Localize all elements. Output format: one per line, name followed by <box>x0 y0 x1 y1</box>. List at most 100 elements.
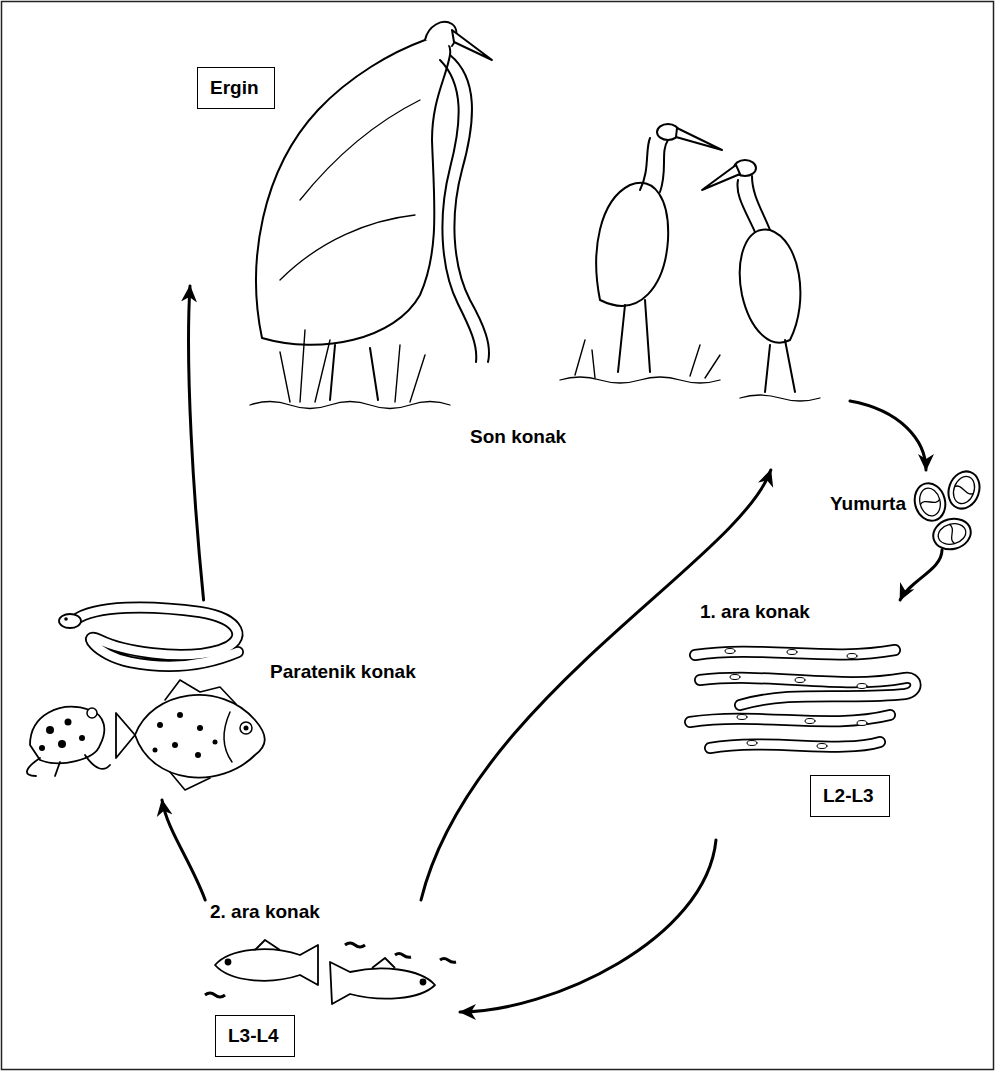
life-stage-region: Yumurta <box>830 470 990 550</box>
small-fish-drawing <box>205 940 456 1004</box>
drawing-part <box>747 741 757 746</box>
drawing-part <box>75 607 238 666</box>
drawing-part <box>153 712 218 758</box>
drawing-part <box>737 176 770 232</box>
drawing-part <box>948 524 957 544</box>
cycle-arrow <box>850 401 926 470</box>
drawing-part <box>250 402 450 409</box>
drawing-part <box>450 55 489 362</box>
drawing-part <box>805 719 815 724</box>
drawing-part <box>795 678 805 683</box>
drawing-part <box>59 614 81 628</box>
drawing-part <box>936 521 968 548</box>
drawing-part <box>737 715 747 720</box>
drawing-part <box>197 725 203 731</box>
stage-label-box: L2-L3 <box>810 775 890 817</box>
drawing-part <box>157 722 163 728</box>
drawing-part <box>195 752 201 758</box>
host-label: Paratenik konak <box>270 660 416 683</box>
drawing-part <box>65 719 72 726</box>
drawing-part <box>330 345 378 400</box>
drawing-part <box>27 755 110 776</box>
drawing-part <box>39 719 85 752</box>
drawing-part <box>917 486 944 518</box>
drawing-part <box>618 300 650 372</box>
drawing-part <box>676 128 722 150</box>
drawing-part <box>79 735 85 741</box>
drawing-part <box>421 980 426 985</box>
drawing-part <box>640 138 668 192</box>
drawing-part <box>116 713 135 758</box>
drawing-part <box>725 649 735 654</box>
drawing-part <box>46 726 54 734</box>
host-label: 1. ara konak <box>700 600 810 623</box>
stage-name: Ergin <box>210 76 259 99</box>
drawing-part <box>740 395 820 401</box>
cycle-arrow <box>460 840 716 1012</box>
drawing-part <box>911 480 950 524</box>
heron-drawing <box>250 22 820 409</box>
stage-label-box: L3-L4 <box>215 1015 295 1057</box>
drawing-part <box>730 675 740 680</box>
drawing-part <box>857 684 867 689</box>
host-label: Yumurta <box>830 492 906 515</box>
stage-label-box: Ergin <box>197 67 275 109</box>
drawing-part <box>244 726 249 731</box>
worm-drawing <box>690 649 916 749</box>
cycle-arrow <box>162 800 205 900</box>
drawing-part <box>87 708 97 718</box>
drawing-part <box>787 650 797 655</box>
cycle-arrow <box>421 470 771 900</box>
drawing-part <box>256 38 450 345</box>
drawing-part <box>75 607 238 666</box>
drawing-part <box>280 215 415 280</box>
drawing-part <box>30 707 104 763</box>
life-stage-region: Paratenik konak <box>15 600 435 800</box>
drawing-part <box>930 515 974 554</box>
drawing-part <box>920 498 940 507</box>
drawing-part <box>702 165 740 190</box>
drawing-part <box>224 712 232 762</box>
life-stage-region: Son konakErgin <box>190 10 850 470</box>
drawing-part <box>950 473 978 506</box>
drawing-part <box>690 650 916 748</box>
drawing-part <box>943 467 984 513</box>
drawing-part <box>857 721 867 726</box>
drawing-part <box>330 962 435 1004</box>
drawing-part <box>64 617 68 621</box>
drawing-part <box>165 680 236 704</box>
drawing-part <box>725 649 867 749</box>
drawing-part <box>39 745 45 751</box>
drawing-part <box>700 678 916 705</box>
paratenic-host-drawing <box>27 607 265 790</box>
drawing-part <box>817 744 827 749</box>
drawing-part <box>440 60 476 362</box>
drawing-part <box>172 742 178 748</box>
drawing-part <box>240 722 252 734</box>
drawing-part <box>943 467 984 513</box>
drawing-part <box>700 678 916 705</box>
drawing-part <box>215 945 318 985</box>
drawing-part <box>300 100 420 200</box>
drawing-part <box>560 377 720 383</box>
drawing-part <box>226 960 231 965</box>
drawing-part <box>596 183 668 306</box>
drawing-part <box>170 772 210 790</box>
drawing-part <box>372 958 395 968</box>
drawing-part <box>280 330 425 402</box>
drawing-part <box>710 742 880 748</box>
drawing-part <box>710 742 880 748</box>
cycle-arrow <box>189 286 204 600</box>
life-stage-region: 1. ara konakL2-L3 <box>680 600 920 840</box>
drawing-part <box>255 940 280 950</box>
drawing-part <box>765 340 795 392</box>
host-label: 2. ara konak <box>210 900 320 923</box>
drawing-part <box>177 712 183 718</box>
drawing-part <box>135 695 265 778</box>
drawing-part <box>847 654 857 659</box>
life-stage-region: 2. ara konakL3-L4 <box>200 900 460 1060</box>
stage-name: L2-L3 <box>823 784 874 807</box>
